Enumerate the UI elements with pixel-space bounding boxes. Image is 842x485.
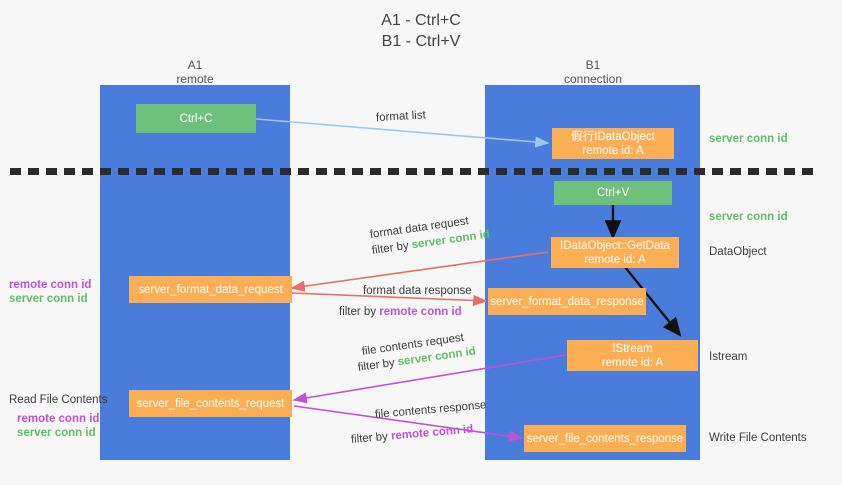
title-line-2: B1 - Ctrl+V <box>381 33 461 50</box>
phase-divider <box>10 168 832 175</box>
annotation-format-list: format list <box>376 108 427 126</box>
annotation-file-contents-response-line1: file contents response <box>374 398 487 423</box>
lane-b1-name: B1 <box>585 58 601 72</box>
key-remote-conn-id: remote conn id <box>390 423 474 443</box>
annotation-format-data-response-line2: filter by remote conn id <box>339 305 462 320</box>
box-server-format-data-request-label: server_format_data_request <box>138 283 283 296</box>
annotation-format-data-response-l1-text: format data response <box>363 285 472 297</box>
box-server-file-contents-request[interactable]: server_file_contents_request <box>129 390 292 417</box>
box-ctrl-c[interactable]: Ctrl+C <box>136 104 256 133</box>
box-idataobject-line2: remote id: A <box>582 144 644 157</box>
lane-a1-name: A1 <box>187 58 203 72</box>
lane-header-a1: A1 remote <box>130 58 260 86</box>
lane-b1-sub: connection <box>563 72 623 86</box>
lane-a1-sub: remote <box>176 72 214 86</box>
right-label-server-conn-id-mid: server conn id <box>709 211 788 223</box>
box-ctrl-c-label: Ctrl+C <box>179 112 213 125</box>
box-server-format-data-response-label: server_format_data_response <box>490 295 644 308</box>
key-remote-conn-id: remote conn id <box>379 306 462 318</box>
box-istream-line2: remote id: A <box>601 356 664 369</box>
box-istream[interactable]: IStream remote id: A <box>567 340 698 371</box>
box-server-format-data-response[interactable]: server_format_data_response <box>488 288 646 315</box>
right-label-server-conn-id-top: server conn id <box>709 133 788 145</box>
box-server-file-contents-request-label: server_file_contents_request <box>136 397 285 410</box>
left-label-server-conn-id-1: server conn id <box>9 293 88 305</box>
annotation-file-contents-response-l1-text: file contents response <box>374 399 487 421</box>
box-idataobject[interactable]: 假行IDataObject remote id: A <box>552 128 674 159</box>
left-label-remote-conn-id-2: remote conn id <box>17 413 100 425</box>
filter-by-prefix: filter by <box>350 430 392 446</box>
filter-by-prefix: filter by <box>357 356 399 374</box>
title-line-1: A1 - Ctrl+C <box>381 12 461 29</box>
box-istream-line1: IStream <box>612 342 653 355</box>
box-ctrl-v-label: Ctrl+V <box>596 187 630 199</box>
box-getdata-line1: IDataObject::GetData <box>560 239 670 252</box>
filter-by-prefix: filter by <box>371 239 413 257</box>
box-ctrl-v[interactable]: Ctrl+V <box>554 181 672 205</box>
box-idataobject-line1: 假行IDataObject <box>571 130 655 143</box>
right-label-data-object: DataObject <box>709 246 767 258</box>
box-server-file-contents-response[interactable]: server_file_contents_response <box>524 425 686 452</box>
lane-header-b1: B1 connection <box>528 58 658 86</box>
annotation-file-contents-response-line2: filter by remote conn id <box>350 422 474 448</box>
left-label-read-file-contents: Read File Contents <box>9 394 108 406</box>
box-getdata[interactable]: IDataObject::GetData remote id: A <box>551 237 679 268</box>
right-label-istream: Istream <box>709 351 748 363</box>
annotation-format-list-text: format list <box>375 109 427 124</box>
box-getdata-line2: remote id: A <box>584 253 646 266</box>
left-label-server-conn-id-2: server conn id <box>17 427 96 439</box>
annotation-format-data-response-line1: format data response <box>363 284 472 299</box>
filter-by-prefix: filter by <box>339 306 380 318</box>
left-label-remote-conn-id-1: remote conn id <box>9 279 92 291</box>
box-server-file-contents-response-label: server_file_contents_response <box>526 432 684 445</box>
box-server-format-data-request[interactable]: server_format_data_request <box>129 276 292 303</box>
page-title: A1 - Ctrl+C B1 - Ctrl+V <box>0 10 842 52</box>
right-label-write-file-contents: Write File Contents <box>709 432 807 444</box>
